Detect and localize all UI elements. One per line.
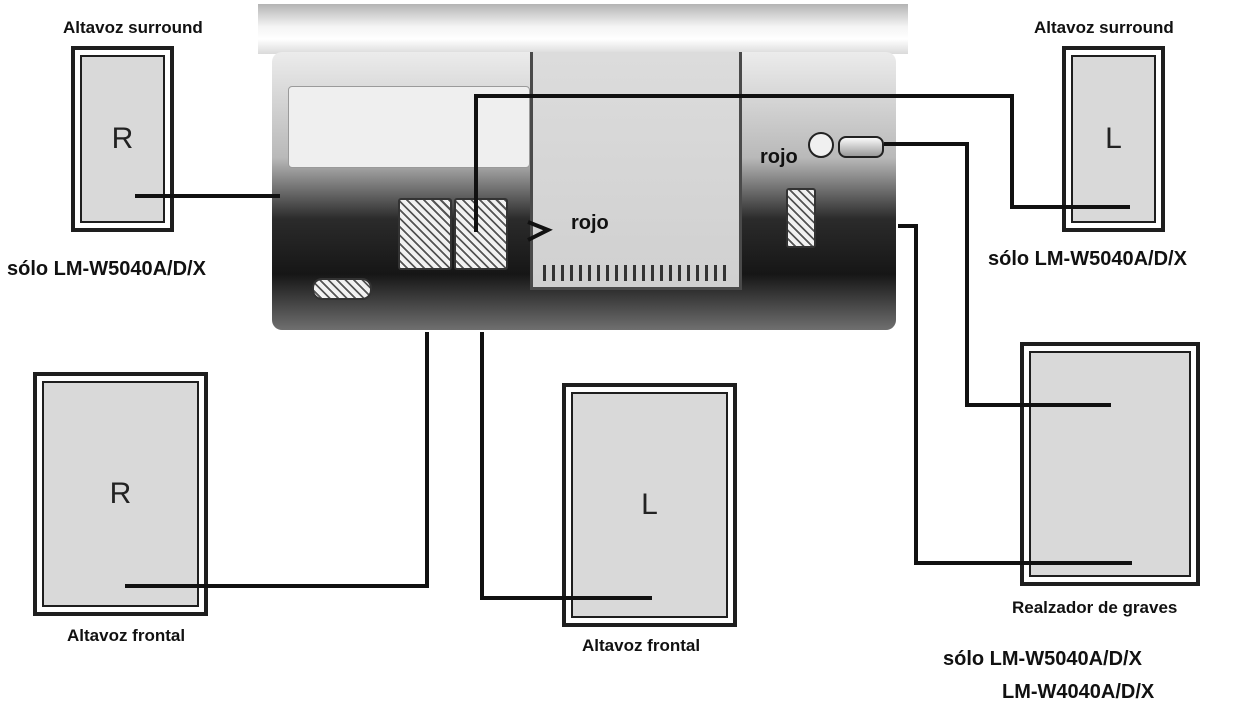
front-speaker-right: R bbox=[33, 372, 208, 616]
only-model-left: sólo LM-W5040A/D/X bbox=[7, 258, 206, 280]
surround-left-title: Altavoz surround bbox=[63, 18, 203, 37]
wire-front-right bbox=[125, 332, 429, 588]
wire-woofer bbox=[898, 224, 1132, 565]
wire-surround-left bbox=[474, 94, 1130, 232]
surround-speaker-right: R bbox=[71, 46, 174, 232]
speaker-terminal-left-icon bbox=[398, 198, 452, 270]
red-plug-icon bbox=[838, 136, 884, 158]
front-speaker-left: L bbox=[562, 383, 737, 627]
subwoofer-terminal-icon bbox=[786, 188, 816, 248]
rojo-jack-label: rojo bbox=[760, 146, 798, 168]
front-speaker-left-letter: L bbox=[571, 392, 728, 618]
unit-connector-panel bbox=[288, 86, 530, 168]
fan-grille bbox=[543, 265, 729, 281]
subwoofer-speaker-inner bbox=[1029, 351, 1191, 577]
antenna-connector-icon bbox=[312, 278, 372, 300]
surround-speaker-left: L bbox=[1062, 46, 1165, 232]
surround-right-title: Altavoz surround bbox=[1034, 18, 1174, 37]
wire-front-left bbox=[480, 332, 652, 600]
cooling-fan-housing bbox=[530, 52, 742, 290]
subwoofer-speaker bbox=[1020, 342, 1200, 586]
wire-center-arrow bbox=[527, 220, 553, 242]
unit-top-edge bbox=[258, 4, 908, 54]
front-left-caption: Altavoz frontal bbox=[582, 636, 701, 655]
front-speaker-right-letter: R bbox=[42, 381, 199, 607]
wire-red-plug-to-woofer bbox=[884, 142, 1111, 407]
woofer-caption: Realzador de graves bbox=[1012, 598, 1178, 617]
surround-speaker-left-letter: L bbox=[1071, 55, 1156, 223]
only-model-right: sólo LM-W5040A/D/X bbox=[988, 248, 1187, 270]
rojo-center-label: rojo bbox=[571, 212, 609, 234]
models-line2: LM-W4040A/D/X bbox=[1002, 681, 1155, 703]
front-right-caption: Altavoz frontal bbox=[67, 626, 186, 645]
red-jack-icon bbox=[808, 132, 834, 158]
speaker-terminal-right-icon bbox=[454, 198, 508, 270]
models-line1: sólo LM-W5040A/D/X bbox=[943, 648, 1142, 670]
